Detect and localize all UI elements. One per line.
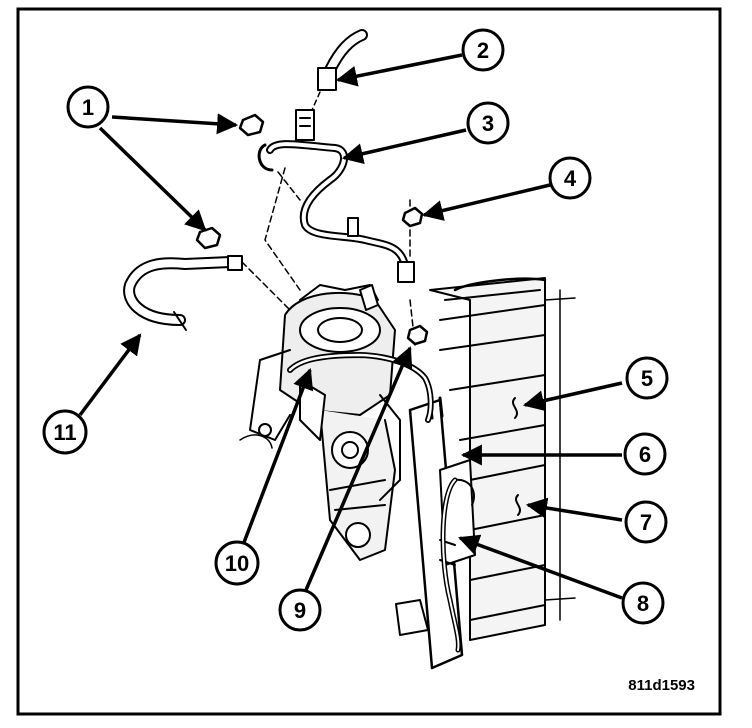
figure-id-label: 811d1593 bbox=[628, 677, 695, 694]
nut-icons bbox=[195, 113, 429, 346]
discharge-line bbox=[257, 140, 415, 291]
callout-3: 3 bbox=[466, 101, 510, 145]
illustration bbox=[123, 29, 576, 670]
callout-8-label: 8 bbox=[637, 591, 649, 616]
arrow-4 bbox=[421, 183, 551, 221]
suction-hose bbox=[123, 255, 291, 331]
leader-arrows bbox=[78, 53, 623, 600]
callout-11-label: 11 bbox=[53, 420, 76, 445]
callout-4-label: 4 bbox=[564, 166, 577, 191]
callout-1: 1 bbox=[66, 85, 110, 129]
callout-3-label: 3 bbox=[482, 111, 494, 136]
arrow-5 bbox=[522, 381, 623, 412]
upper-hose bbox=[295, 29, 368, 141]
arrow-2 bbox=[335, 53, 463, 87]
callout-9-label: 9 bbox=[294, 598, 306, 623]
callouts: 1 2 3 4 5 6 7 8 bbox=[42, 28, 669, 632]
callout-4: 4 bbox=[548, 156, 592, 200]
callout-6: 6 bbox=[623, 432, 667, 476]
arrow-1-lower bbox=[98, 126, 207, 232]
callout-7: 7 bbox=[624, 500, 668, 544]
callout-11: 11 bbox=[42, 409, 88, 455]
break-mark-lower bbox=[515, 494, 521, 516]
callout-10-label: 10 bbox=[225, 551, 249, 576]
callout-5-label: 5 bbox=[641, 366, 653, 391]
callout-2: 2 bbox=[461, 28, 505, 72]
callout-8: 8 bbox=[621, 581, 665, 625]
arrow-10 bbox=[241, 368, 314, 546]
arrow-8 bbox=[458, 534, 623, 600]
callout-9: 9 bbox=[278, 588, 322, 632]
arrow-3 bbox=[341, 128, 467, 165]
callout-1-label: 1 bbox=[82, 95, 94, 120]
callout-2-label: 2 bbox=[477, 38, 489, 63]
arrow-11 bbox=[78, 333, 142, 417]
arrow-9 bbox=[304, 346, 413, 591]
break-mark-upper bbox=[512, 397, 518, 419]
callout-7-label: 7 bbox=[640, 510, 652, 535]
callout-6-label: 6 bbox=[639, 442, 651, 467]
callout-5: 5 bbox=[625, 356, 669, 400]
callout-10: 10 bbox=[214, 540, 260, 586]
arrow-7 bbox=[525, 497, 623, 522]
arrow-1-upper bbox=[111, 113, 239, 135]
radiator-assembly bbox=[429, 277, 576, 641]
